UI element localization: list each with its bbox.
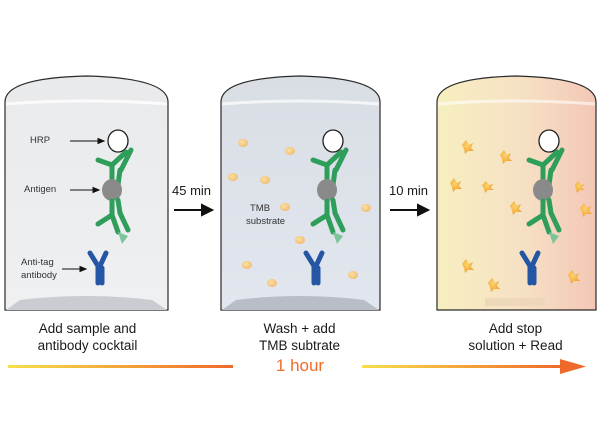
converted-substrate-particles (450, 140, 592, 292)
tmb-label-line1: TMB (250, 203, 271, 214)
caption-panel1: Add sample and antibody cocktail (0, 320, 175, 354)
hrp-label: HRP (30, 135, 51, 146)
caption-panel1-line2: antibody cocktail (37, 338, 138, 353)
antibody-complex-1 (87, 129, 134, 286)
antitag-label-line2: antibody (21, 270, 57, 281)
label-pointers-1 (62, 137, 106, 273)
timeline (8, 359, 586, 374)
timeline-label: 1 hour (275, 356, 325, 375)
tube-sample (4, 75, 169, 311)
caption-panel2-line1: Wash + add (263, 321, 336, 336)
tmb-substrate-particles (228, 139, 371, 287)
timeline-arrowhead (560, 359, 586, 374)
step2-time: 10 min (389, 183, 429, 198)
antigen-label: Antigen (24, 184, 57, 195)
antigen (102, 179, 122, 201)
caption-panel2: Wash + add TMB subtrate (212, 320, 387, 354)
antibody-complex-2 (303, 129, 349, 286)
hrp-enzyme (107, 129, 129, 153)
step-arrow-1 (174, 203, 215, 217)
caption-panel3-line2: solution + Read (468, 338, 563, 353)
step1-time: 45 min (172, 183, 212, 198)
antitag-label-line1: Anti-tag (21, 257, 54, 268)
caption-panel3: Add stop solution + Read (428, 320, 600, 354)
tmb-label-line2: substrate (246, 216, 286, 227)
caption-panel1-line1: Add sample and (38, 321, 137, 336)
caption-panel2-line2: TMB subtrate (258, 338, 341, 353)
step-arrow-2 (390, 203, 431, 217)
antibody-complex-3 (519, 129, 565, 286)
caption-panel3-line1: Add stop (488, 321, 543, 336)
